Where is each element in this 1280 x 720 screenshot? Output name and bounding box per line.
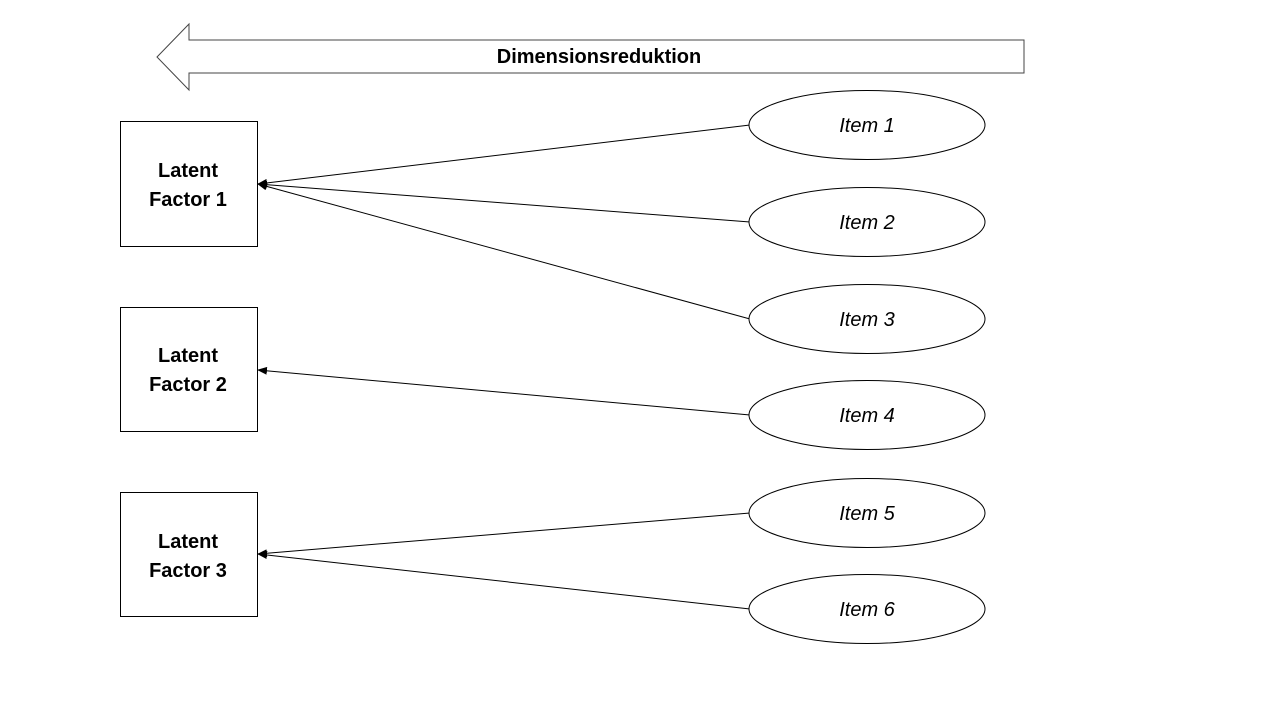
- item-6: Item 6: [748, 574, 986, 644]
- edge-item4-factor2: [257, 366, 751, 416]
- factor-box: [120, 492, 258, 617]
- factor-label-line1: Latent: [158, 160, 218, 182]
- item-ellipse: [748, 380, 986, 450]
- factor-label-line2: Factor 3: [149, 560, 227, 582]
- item-label: Item 3: [839, 309, 895, 331]
- edge-item2-factor1: [257, 180, 751, 223]
- factor-label-line2: Factor 1: [149, 189, 227, 211]
- item-ellipse: [748, 574, 986, 644]
- item-label: Item 6: [839, 599, 895, 621]
- item-3: Item 3: [748, 284, 986, 354]
- factor-label-line1: Latent: [158, 345, 218, 367]
- item-4: Item 4: [748, 380, 986, 450]
- item-label: Item 2: [839, 212, 895, 234]
- latent-factor-3: Latent Factor 3: [120, 492, 258, 617]
- item-label: Item 1: [839, 115, 895, 137]
- item-label: Item 4: [839, 405, 895, 427]
- edge-item6-factor3: [257, 551, 751, 610]
- item-ellipse: [748, 187, 986, 257]
- loading-edges: [257, 124, 751, 610]
- factor-box: [120, 121, 258, 247]
- item-1: Item 1: [748, 90, 986, 160]
- item-ellipse: [748, 478, 986, 548]
- latent-factor-2: Latent Factor 2: [120, 307, 258, 432]
- item-label: Item 5: [839, 503, 895, 525]
- item-ellipse: [748, 284, 986, 354]
- item-2: Item 2: [748, 187, 986, 257]
- item-ellipse: [748, 90, 986, 160]
- edge-item3-factor1: [257, 182, 751, 320]
- dimension-reduction-banner: Dimensionsreduktion: [156, 22, 1025, 92]
- edge-item5-factor3: [257, 512, 751, 558]
- item-5: Item 5: [748, 478, 986, 548]
- edge-item1-factor1: [257, 124, 751, 187]
- factor-label-line2: Factor 2: [149, 374, 227, 396]
- left-arrow-icon: [156, 22, 1025, 92]
- banner-label: Dimensionsreduktion: [497, 46, 701, 68]
- factor-box: [120, 307, 258, 432]
- factor-label-line1: Latent: [158, 531, 218, 553]
- latent-factor-1: Latent Factor 1: [120, 121, 258, 247]
